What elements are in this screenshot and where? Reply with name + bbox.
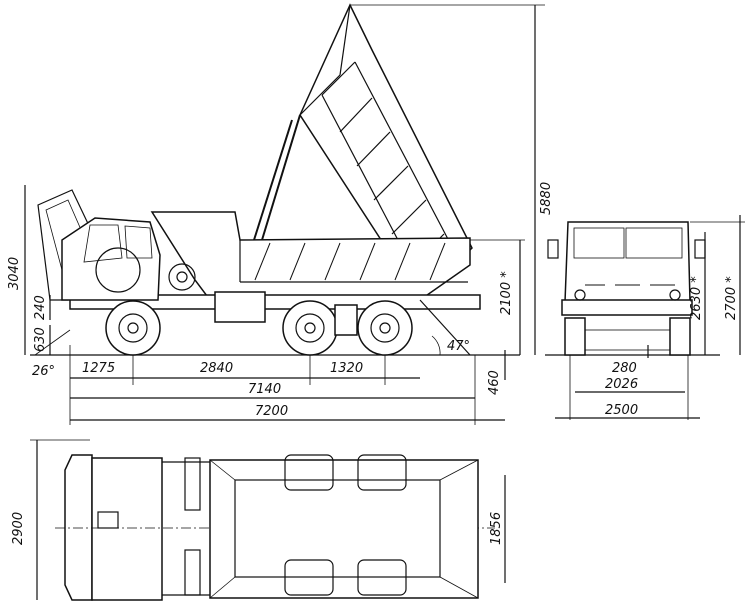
wheels	[105, 300, 413, 356]
dim-wheelbase-main: 2840	[200, 361, 233, 376]
front-view: 2630 * 2700 * 280 2026 2500	[545, 215, 745, 420]
dim-angle-tip: 47°	[447, 339, 470, 354]
dim-height-raised: 5880	[539, 182, 554, 215]
dim-height-2630: 2630 *	[689, 276, 704, 320]
dim-height-240: 240	[33, 295, 48, 320]
cab	[61, 217, 196, 301]
dim-height-cab: 3040	[7, 257, 22, 290]
dim-clearance-280: 280	[612, 361, 637, 376]
dim-width-2500: 2500	[605, 403, 638, 418]
dim-wheelbase-front: 1275	[82, 361, 115, 376]
dim-length-overall: 7140	[248, 382, 281, 397]
dim-track-2026: 2026	[605, 377, 638, 392]
lowered-dump-body	[150, 211, 471, 301]
dim-wheelbase-rear: 1320	[330, 361, 363, 376]
dim-clearance-rear: 460	[487, 370, 502, 395]
dim-height-2700: 2700 *	[724, 276, 739, 320]
dim-length-total: 7200	[255, 404, 288, 419]
side-view: 47° 26° 5880 2100 * 3040 240 630 460 127…	[7, 3, 554, 425]
top-view: 2900 1856	[11, 439, 506, 601]
dim-width-2900: 2900	[11, 512, 26, 545]
dim-height-platform: 2100 *	[499, 271, 514, 315]
dim-angle-front: 26°	[32, 364, 55, 379]
dim-height-630: 630	[33, 327, 48, 352]
dim-width-1856: 1856	[489, 512, 504, 545]
